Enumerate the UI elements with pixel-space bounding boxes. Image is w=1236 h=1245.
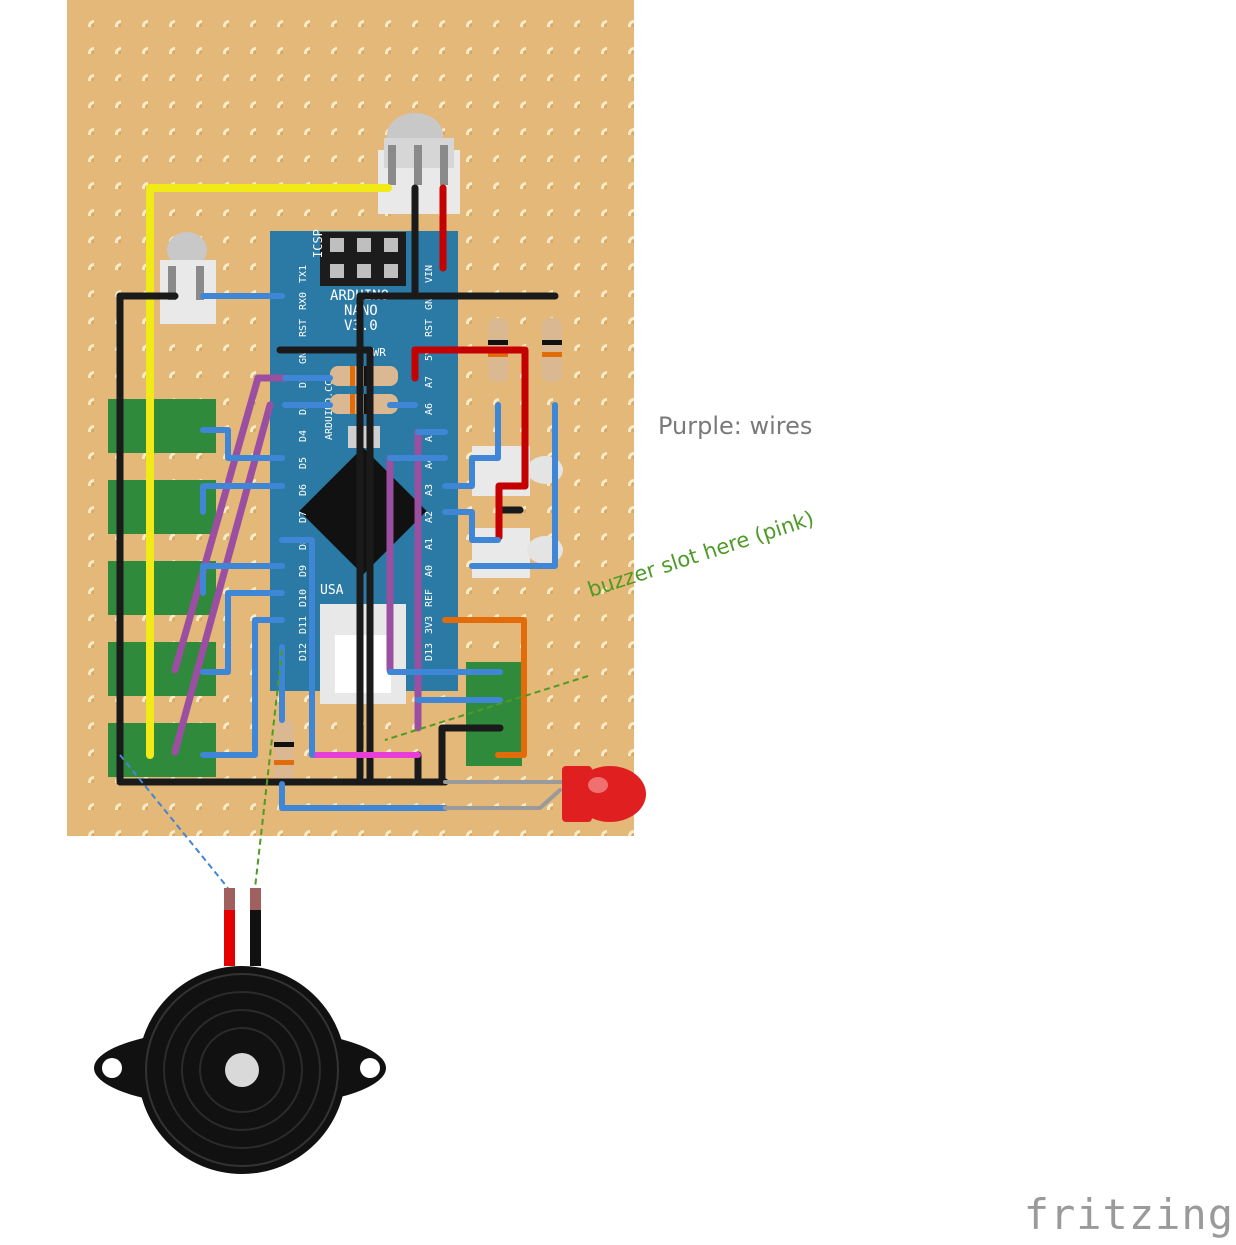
nano-left-pin-label: D3: [298, 403, 309, 415]
nano-right-pin-label: VIN: [424, 265, 435, 283]
wire-purple-1: [171, 374, 262, 674]
arduino-nano: ICSP ARDUINO NANO V3.0 PWR USA ARDUINO.C…: [270, 229, 458, 704]
piezo-buzzer: [94, 888, 386, 1174]
wire-blue-t2: [200, 483, 285, 515]
nano-right-pin-label: A2: [424, 511, 435, 523]
nano-right-pin-label: A3: [424, 484, 435, 496]
nano-right-pin-label: D13: [424, 643, 435, 661]
fritzing-logo: fritzing: [1023, 1190, 1234, 1239]
wire-black-bottom: [438, 724, 504, 786]
nano-left-pin-label: RST: [298, 319, 309, 337]
wire-blue-t3: [200, 563, 285, 596]
resistors: [274, 318, 562, 784]
wire-blue-a7: [469, 402, 558, 569]
nano-right-pin-label: RST: [424, 319, 435, 337]
wire-purple-2: [171, 401, 274, 756]
nano-left-pin-label: D7: [298, 511, 309, 523]
wire-blue-t1: [200, 427, 285, 461]
sensor-left: [160, 232, 216, 324]
nano-left-pin-label: GND: [298, 346, 309, 364]
wire-blue-a6: [442, 402, 501, 489]
nano-right-pin-label: A5: [424, 430, 435, 442]
nano-icsp-label: ICSP: [311, 229, 325, 258]
nano-left-pin-label: D8: [298, 538, 309, 550]
buzzer-guide-blue: [119, 754, 229, 889]
nano-right-pin-label: GND: [424, 292, 435, 310]
wire-black-left: [116, 292, 449, 786]
nano-left-pin-label: D11: [298, 616, 309, 634]
nano-ardu-label: ARDUINO.CC: [324, 380, 335, 440]
led-leg-anode: [443, 788, 562, 810]
wire-black-mid: [276, 346, 374, 786]
nano-right-pin-label: REF: [424, 589, 435, 607]
wire-orange: [442, 617, 527, 758]
nano-right-pin-label: 3V3: [424, 616, 435, 634]
nano-right-pin-label: 5V: [424, 349, 435, 361]
nano-left-pin-label: TX1: [298, 265, 309, 283]
nano-left-pin-label: RX0: [298, 292, 309, 310]
nano-right-pin-label: A0: [424, 565, 435, 577]
wire-blue-t4: [200, 590, 285, 675]
legend-note: Purple: wires: [658, 412, 813, 440]
nano-left-pin-label: D2: [298, 376, 309, 388]
nano-right-pin-label: A7: [424, 376, 435, 388]
nano-left-pin-label: D9: [298, 565, 309, 577]
nano-left-pin-label: D12: [298, 643, 309, 661]
wire-red-5v: [411, 346, 529, 541]
wire-blue-t5: [200, 617, 285, 758]
nano-right-pin-label: A6: [424, 403, 435, 415]
nano-right-pin-label: A4: [424, 457, 435, 469]
buzzer-guide-green: [384, 675, 589, 741]
wire-blue-d8: [279, 537, 315, 758]
wires: [116, 184, 582, 811]
wire-blue-a2: [442, 509, 501, 543]
nano-right-pin-label: A1: [424, 538, 435, 550]
nano-left-pin-label: D4: [298, 430, 309, 442]
red-led: [562, 766, 646, 822]
nano-left-pin-label: D10: [298, 589, 309, 607]
nano-left-pin-label: D6: [298, 484, 309, 496]
nano-usa-label: USA: [320, 583, 344, 598]
nano-left-pin-label: D5: [298, 457, 309, 469]
